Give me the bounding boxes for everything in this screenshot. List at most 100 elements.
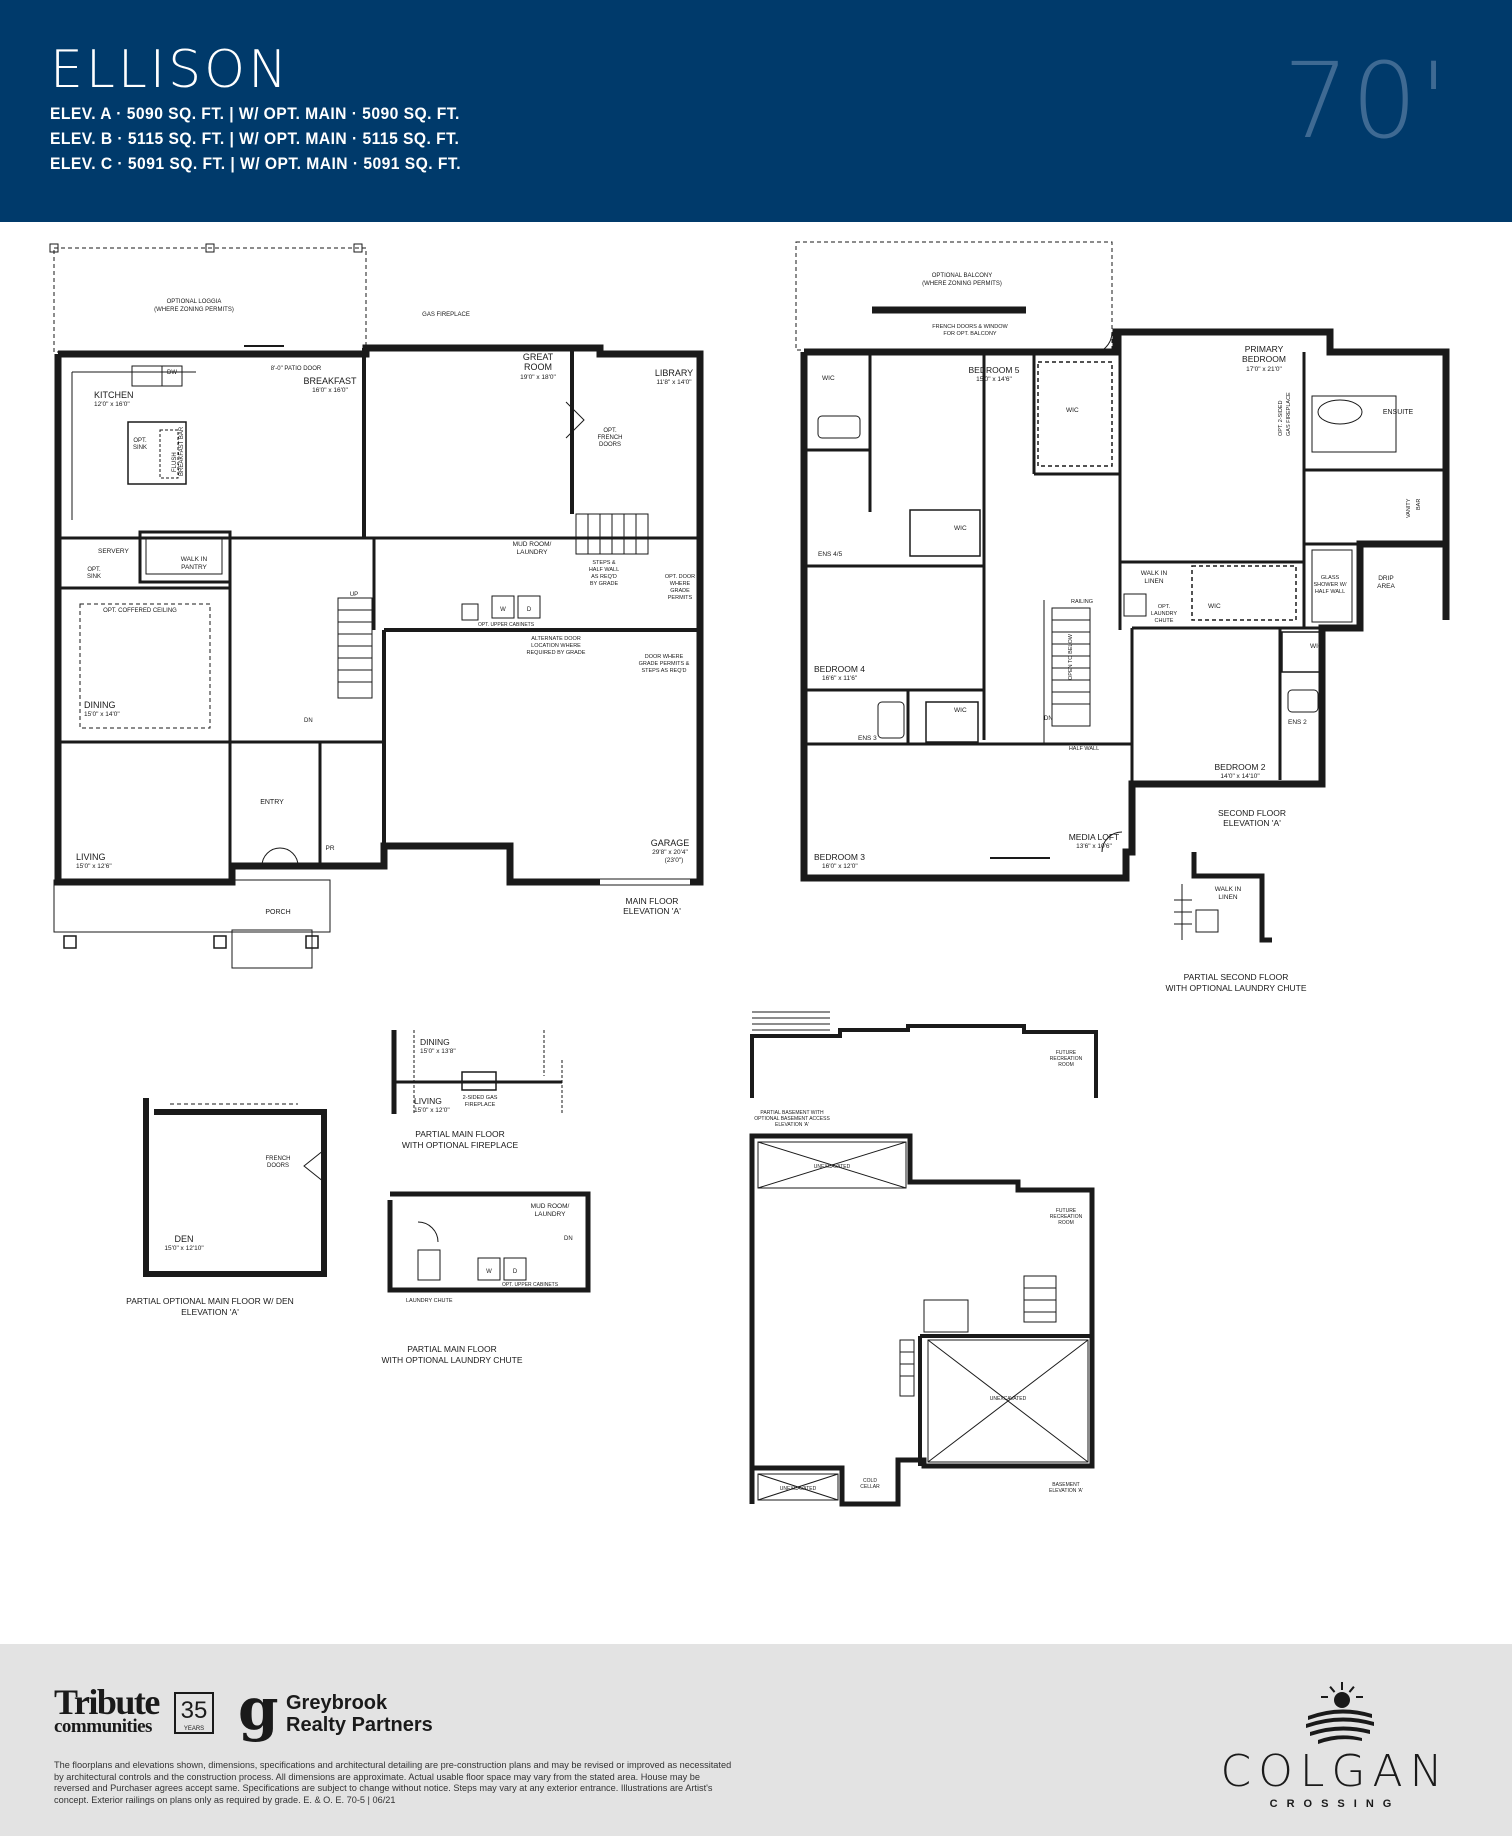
main-floor-title: MAIN FLOOR <box>626 896 679 906</box>
pl-washer-label: W <box>486 1269 492 1275</box>
coffered-note: OPT. COFFERED CEILING <box>103 608 177 614</box>
breakfast-label: BREAKFAST <box>303 376 357 386</box>
partial-linen-label: WALK IN <box>1215 886 1242 893</box>
primary-size: 17'0" x 21'0" <box>1246 366 1282 373</box>
second-floor-plan <box>795 241 1450 882</box>
elevation-a-area: ELEV. A · 5090 SQ. FT. | W/ OPT. MAIN · … <box>50 104 460 123</box>
second-floor-dn: DN <box>1044 716 1053 722</box>
basement-elevation: ELEVATION 'A' <box>1049 1488 1083 1494</box>
basement-title: BASEMENT <box>1052 1482 1080 1488</box>
laundry-chute-1: OPT. <box>1158 604 1171 610</box>
wic-label-6: WIC <box>1310 643 1323 650</box>
main-floor-labels: OPTIONAL LOGGIA (WHERE ZONING PERMITS) G… <box>76 299 695 916</box>
wic-label-3: WIC <box>954 525 967 532</box>
drip-area-label-2: AREA <box>1377 583 1395 590</box>
partial-second-subtitle: WITH OPTIONAL LAUNDRY CHUTE <box>1165 983 1306 993</box>
porch-label: PORCH <box>265 909 290 916</box>
greybrook-line2: Realty Partners <box>286 1714 433 1736</box>
balcony-label: OPTIONAL BALCONY <box>932 273 992 279</box>
vanity-bar-1: VANITY <box>1406 498 1412 518</box>
entry-label: ENTRY <box>260 799 284 806</box>
opt-sink-1: OPT. <box>133 438 147 444</box>
opt-door-note-4: PERMITS <box>668 595 693 601</box>
partial-second-floor-plan <box>1174 852 1272 943</box>
main-floor-plan <box>49 243 704 969</box>
steps-note-2: HALF WALL <box>589 567 619 573</box>
wic-label-4: WIC <box>954 707 967 714</box>
partial-den-plan <box>143 1098 327 1277</box>
open-below-note: OPEN TO BELOW <box>1068 633 1074 680</box>
partial-laundry-plan <box>387 1191 591 1293</box>
second-floor-elevation: ELEVATION 'A' <box>1223 818 1281 828</box>
pf-dining-size: 15'0" x 13'8" <box>420 1048 456 1055</box>
steps-note-4: BY GRADE <box>590 581 619 587</box>
pf-fireplace-2: FIREPLACE <box>465 1102 496 1108</box>
garage-size-alt: (23'0") <box>665 857 684 864</box>
media-loft-size: 13'6" x 10'6" <box>1076 843 1112 850</box>
opt-door-note-2: WHERE <box>670 581 691 587</box>
mud-room-label: MUD ROOM/ <box>513 541 552 548</box>
stairs-up-label: UP <box>350 592 358 598</box>
pl-laundry-chute: LAUNDRY CHUTE <box>406 1298 453 1304</box>
flush-bar-2: BREAKFAST BAR <box>179 426 185 476</box>
basement-future-rec-1: FUTURE <box>1056 1208 1077 1214</box>
pf-title: PARTIAL MAIN FLOOR <box>415 1129 505 1139</box>
colgan-logo-text: COLGAN <box>1220 1746 1450 1797</box>
opt-door-note-1: OPT. DOOR <box>665 574 695 580</box>
great-room-label: GREAT <box>523 352 554 362</box>
drip-area-label: DRIP <box>1378 575 1394 582</box>
model-name: ELLISON <box>50 40 290 100</box>
french-window-note-2: FOR OPT. BALCONY <box>943 331 997 337</box>
second-floor-title: SECOND FLOOR <box>1218 808 1286 818</box>
legal-disclaimer: The floorplans and elevations shown, dim… <box>54 1760 732 1805</box>
pantry-label-2: PANTRY <box>181 564 207 571</box>
tribute-logo-word: Tribute <box>54 1682 160 1722</box>
lot-size: 70' <box>1283 40 1450 162</box>
glass-shower-3: HALF WALL <box>1315 589 1345 595</box>
dining-size: 15'0" x 14'0" <box>84 711 120 718</box>
bedroom3-size: 16'0" x 12'0" <box>822 863 858 870</box>
bedroom5-label: BEDROOM 5 <box>968 365 1019 375</box>
cold-cellar-label-2: CELLAR <box>860 1484 880 1490</box>
great-room-size: 19'0" x 18'0" <box>520 374 556 381</box>
pf-subtitle: WITH OPTIONAL FIREPLACE <box>402 1140 519 1150</box>
opt-french-doors-2: FRENCH <box>598 435 623 441</box>
partial-second-floor-labels: WALK IN LINEN PARTIAL SECOND FLOOR WITH … <box>1165 886 1306 993</box>
garage-size: 29'8" x 20'4" <box>652 849 688 856</box>
bp-future-rec-2: RECREATION <box>1050 1056 1083 1062</box>
main-floor-elevation: ELEVATION 'A' <box>623 906 681 916</box>
opt-sink2-1: OPT. <box>87 567 101 573</box>
den-french-doors-1: FRENCH <box>266 1156 291 1162</box>
second-floor-labels: OPTIONAL BALCONY (WHERE ZONING PERMITS) … <box>814 273 1422 870</box>
vanity-bar-2: BAR <box>1416 499 1422 510</box>
den-label: DEN <box>174 1234 193 1244</box>
partial-second-title: PARTIAL SECOND FLOOR <box>1184 972 1289 982</box>
gas-fireplace-note: GAS FIREPLACE <box>422 312 470 318</box>
bp-future-rec-1: FUTURE <box>1056 1050 1077 1056</box>
basement-labels: UNEXCAVATED UNEXCAVATED UNEXCAVATED FUTU… <box>780 1164 1083 1494</box>
kitchen-size: 12'0" x 16'0" <box>94 401 130 408</box>
bedroom4-label: BEDROOM 4 <box>814 664 865 674</box>
basement-unexcavated-1: UNEXCAVATED <box>814 1164 851 1170</box>
primary-label: PRIMARY <box>1245 344 1284 354</box>
bedroom4-size: 16'6" x 11'6" <box>822 675 858 682</box>
flush-bar-1: FLUSH <box>172 452 178 472</box>
greybrook-g-icon: g <box>238 1675 279 1743</box>
basement-unexcavated-3: UNEXCAVATED <box>780 1486 817 1492</box>
ensuite-label: ENSUITE <box>1383 409 1414 416</box>
pf-fireplace-1: 2-SIDED GAS <box>463 1095 498 1101</box>
ens2-label: ENS 2 <box>1288 719 1307 726</box>
crossing-logo-text: CROSSING <box>1269 1798 1401 1810</box>
great-room-label-2: ROOM <box>524 362 552 372</box>
colgan-sun-icon <box>1306 1682 1374 1744</box>
bedroom3-label: BEDROOM 3 <box>814 852 865 862</box>
garage-label: GARAGE <box>651 838 690 848</box>
anniversary-badge: 35 YEARS <box>174 1692 214 1734</box>
elevation-c-area: ELEV. C · 5091 SQ. FT. | W/ OPT. MAIN · … <box>50 154 461 173</box>
half-wall-note: HALF WALL <box>1069 746 1099 752</box>
fireplace-2sided-1: OPT. 2-SIDED <box>1278 401 1284 436</box>
partial-den-labels: DEN 15'0" x 12'10" FRENCH DOORS PARTIAL … <box>126 1156 294 1317</box>
footer: Tribute communities 35 YEARS g Greybrook… <box>0 1644 1512 1836</box>
den-size: 15'0" x 12'10" <box>164 1245 204 1252</box>
partial-laundry-labels: MUD ROOM/ LAUNDRY DN W D OPT. UPPER CABI… <box>381 1203 572 1365</box>
